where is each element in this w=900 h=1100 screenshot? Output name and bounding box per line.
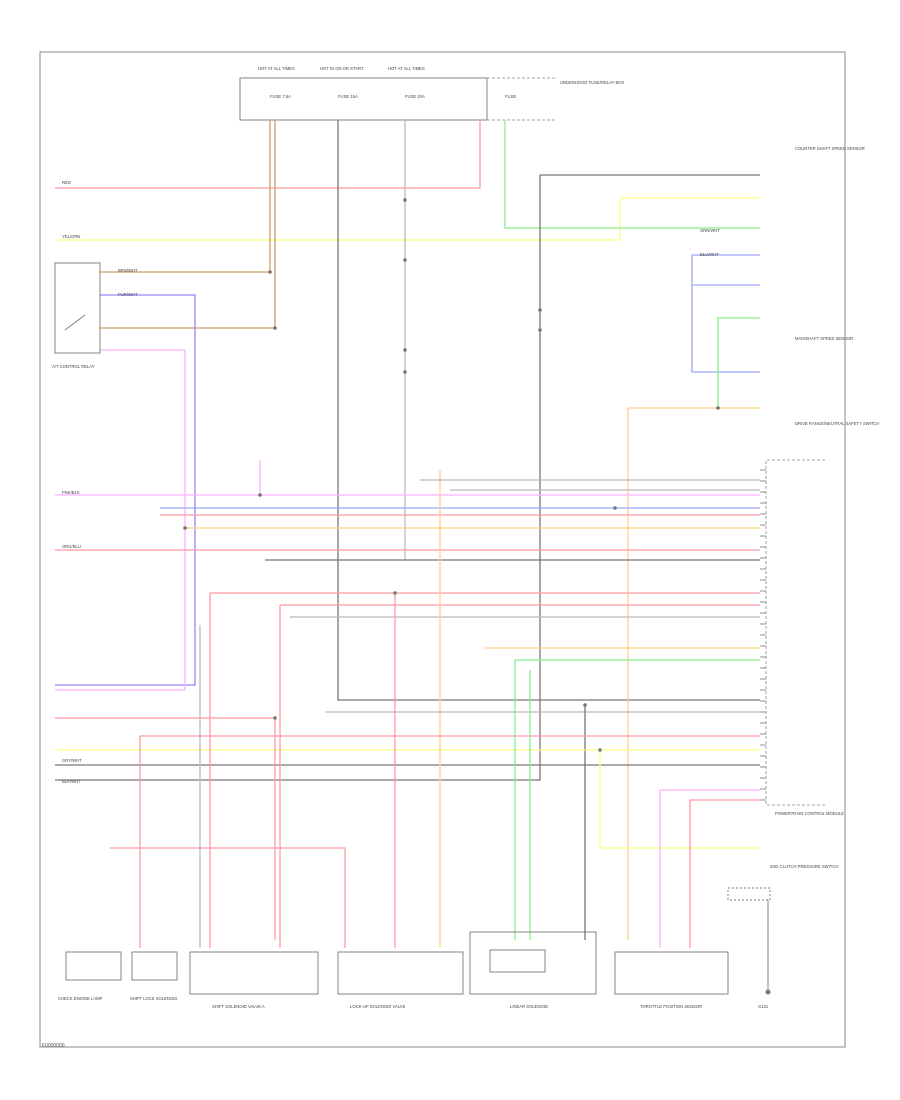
junction-dot — [583, 703, 587, 707]
wire-orange-14 — [627, 407, 760, 940]
wire-label-blue: BLU/WHT — [700, 252, 719, 257]
wire-label-gray: GRY/WHT — [62, 758, 82, 763]
wire-red-31 — [55, 717, 276, 940]
fuse-box-label-3: HOT AT ALL TIMES — [388, 66, 425, 71]
wire-red-44 — [689, 799, 760, 948]
fuse-label-2: FUSE 15A — [338, 94, 358, 99]
fuse-box-label-1: HOT AT ALL TIMES — [258, 66, 295, 71]
diagram-frame — [39, 51, 846, 1048]
junction-dot — [268, 270, 272, 274]
junction-dot — [403, 258, 407, 262]
junction-dot — [403, 370, 407, 374]
junction-dot — [538, 328, 542, 332]
fuse-box-label-4: UNDERHOOD FUSE/RELAY BOX — [560, 80, 625, 85]
park-switch-label: DRIVE RANGE/NEUTRAL SAFETY SWITCH — [795, 421, 879, 426]
junction-dot — [393, 591, 397, 595]
fuse-label-4: FUSE — [505, 94, 516, 99]
junction-dot — [403, 348, 407, 352]
wire-label-black: BLK/WHT — [62, 779, 81, 784]
pcm-label: POWERTRAIN CONTROL MODULE — [775, 811, 844, 816]
junction-dot — [273, 716, 277, 720]
ground-label: G101 — [758, 1004, 769, 1009]
mainshaft-sensor-label: MAINSHAFT SPEED SENSOR — [795, 336, 853, 341]
junction-dot — [613, 506, 617, 510]
left-relay-label: A/T CONTROL RELAY — [52, 364, 95, 369]
wire-blue-11 — [691, 254, 760, 373]
wire-red-34 — [110, 847, 346, 948]
wire-label-brown: BRN/WHT — [118, 268, 138, 273]
wire-label-green: GRN/WHT — [700, 228, 720, 233]
wire-yellow-1 — [55, 197, 760, 241]
wire-dkgray-9 — [55, 175, 541, 781]
counter-sensor-label: COUNTER SHAFT SPEED SENSOR — [795, 146, 865, 151]
fuse-relay-box: HOT AT ALL TIMES HOT IN ON OR START HOT … — [239, 66, 625, 121]
throttle-sensor-label: THROTTLE POSITION SENSOR — [640, 1004, 702, 1009]
fuse-label-3: FUSE 20A — [405, 94, 425, 99]
bottom-components: CHECK ENGINE LAMP SHIFT LOCK SOLENOID SH… — [58, 811, 844, 1009]
shift-lock-label: SHIFT LOCK SOLENOID — [130, 996, 177, 1001]
wire-label-group: RED YEL/GRN BRN/WHT PUR/WHT PNK/BLK ORG/… — [62, 180, 720, 784]
fuse-label-1: FUSE 7.5A — [270, 94, 291, 99]
junction-dot — [403, 198, 407, 202]
figure-reference: F0000000 — [42, 1043, 65, 1049]
wire-dkgray-7 — [337, 120, 760, 701]
wire-group — [55, 120, 825, 948]
junction-dot — [183, 526, 187, 530]
wire-brown-3 — [100, 120, 271, 273]
left-relay: A/T CONTROL RELAY — [52, 262, 101, 369]
wire-red-0 — [55, 120, 481, 189]
wire-label-purple: PUR/WHT — [118, 292, 138, 297]
pressure-switch-label: 2ND CLUTCH PRESSURE SWITCH — [770, 864, 838, 869]
wire-label-red: RED — [62, 180, 71, 185]
junction-dot — [538, 308, 542, 312]
shift-valve-a-label: SHIFT SOLENOID VALVE A — [212, 1004, 265, 1009]
wire-purple-5 — [55, 294, 196, 686]
wire-label-yellow: YEL/GRN — [62, 234, 80, 239]
wire-label-pink: PNK/BLK — [62, 490, 80, 495]
shift-valve-b-label: LOCK-UP SOLENOID VALVE — [350, 1004, 406, 1009]
junction-dot — [273, 326, 277, 330]
wire-label-orange: ORG/BLU — [62, 544, 81, 549]
junction-dot — [258, 493, 262, 497]
wire-yellow-42 — [599, 750, 760, 849]
fuse-box-label-2: HOT IN ON OR START — [320, 66, 364, 71]
wire-pink-6 — [55, 349, 186, 691]
wire-green-13 — [717, 317, 760, 408]
pcm-connector-outline — [765, 459, 825, 806]
wire-green-2 — [504, 120, 760, 229]
engine-lamp-label: CHECK ENGINE LAMP — [58, 996, 103, 1001]
right-connectors: COUNTER SHAFT SPEED SENSOR MAINSHAFT SPE… — [795, 146, 879, 426]
junction-dot — [598, 748, 602, 752]
linear-solenoid-label: LINEAR SOLENOID — [510, 1004, 548, 1009]
junction-dot — [716, 406, 720, 410]
